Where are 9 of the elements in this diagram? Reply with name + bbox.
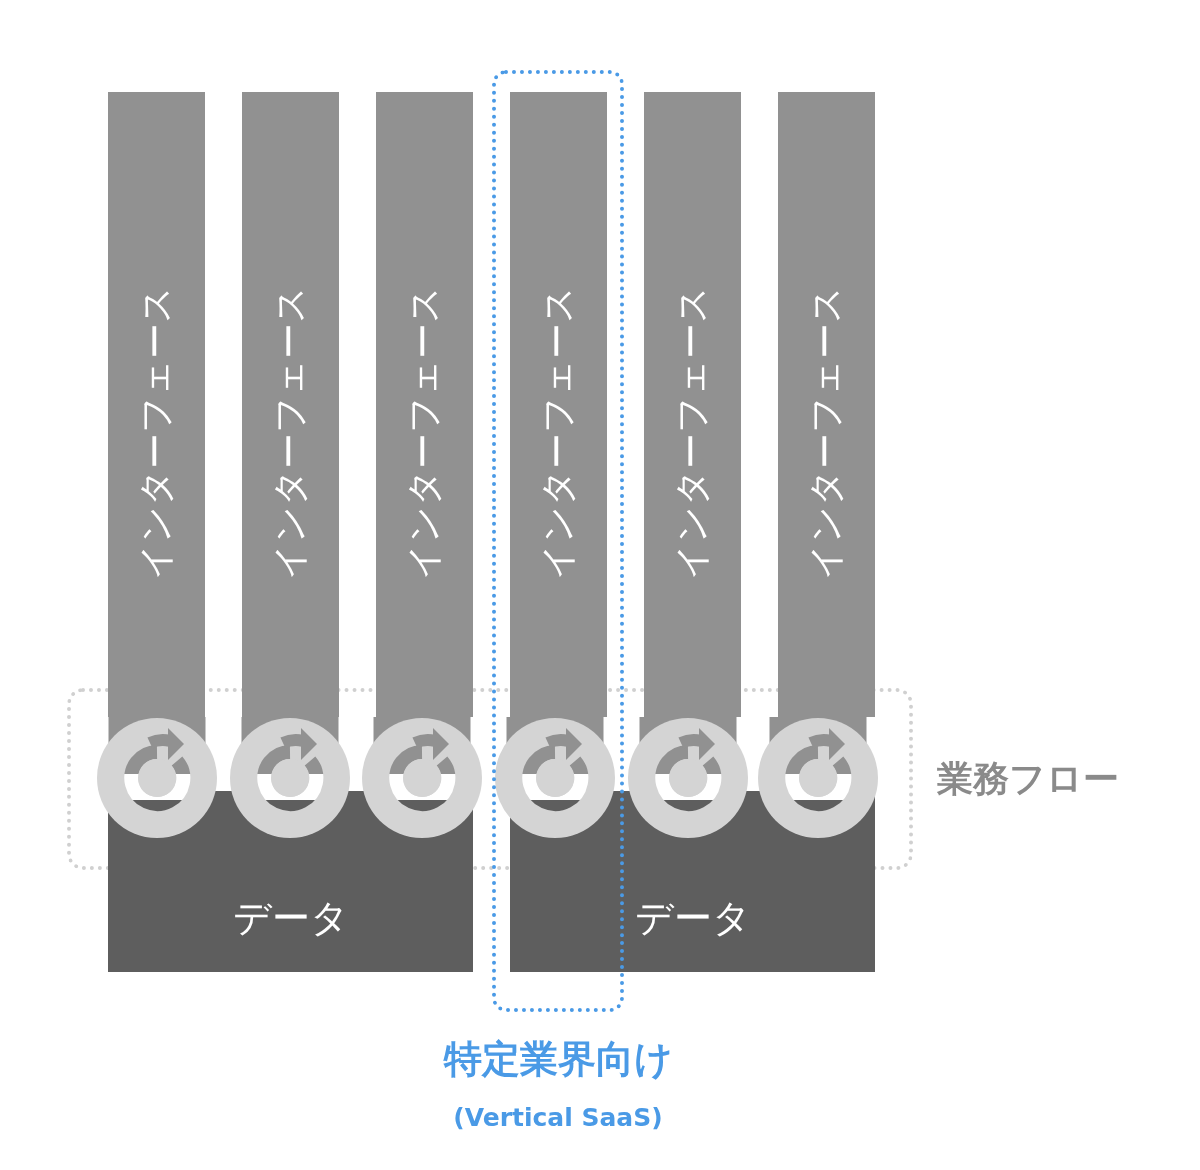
interface-column: インターフェース bbox=[778, 92, 875, 717]
interface-column: インターフェース bbox=[644, 92, 741, 717]
group-label: 業務フロー bbox=[937, 757, 1119, 801]
interface-column: インターフェース bbox=[376, 92, 473, 717]
interface-column: インターフェース bbox=[108, 92, 205, 717]
interface-column: インターフェース bbox=[510, 92, 607, 717]
highlight-subtitle: (Vertical SaaS) bbox=[452, 1102, 664, 1134]
highlight-title: 特定業界向け bbox=[442, 1036, 674, 1083]
interface-column: インターフェース bbox=[242, 92, 339, 717]
